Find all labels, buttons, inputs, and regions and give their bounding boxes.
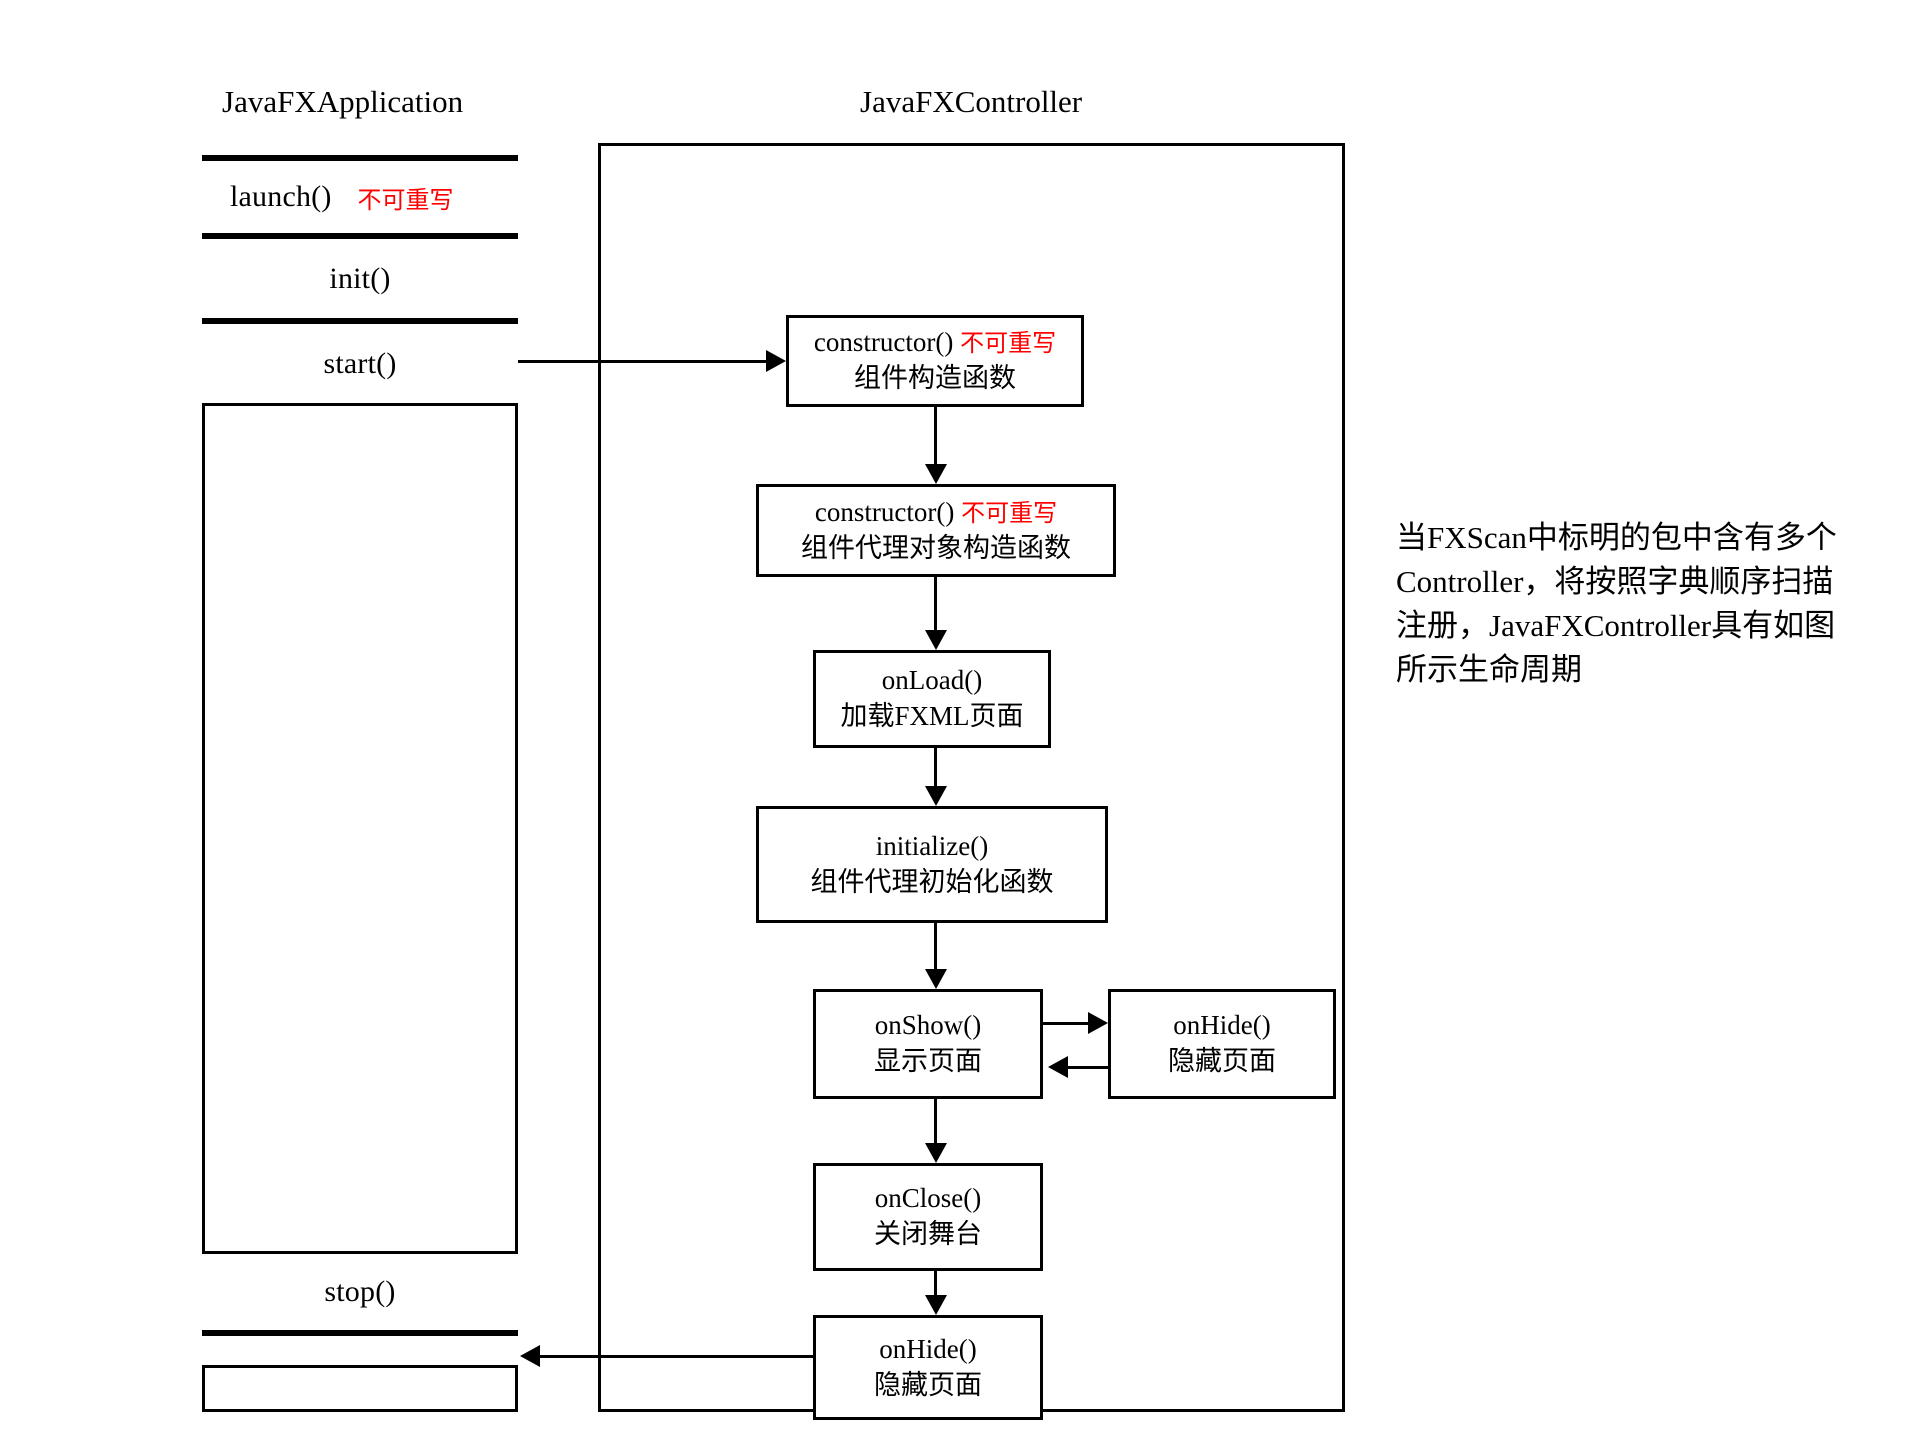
app-row-stop: stop() xyxy=(202,1251,518,1333)
connector-onhide-to-onshow-arrow xyxy=(1048,1056,1068,1078)
javafxapplication-panel: launch() 不可重写 init() start() stop() xyxy=(202,155,518,1412)
flow-box-initialize-en: initialize() xyxy=(875,830,989,861)
app-row-launch: launch() 不可重写 xyxy=(202,158,518,236)
app-row-start: start() xyxy=(202,321,518,406)
flow-box-constructor-component-note: 不可重写 xyxy=(960,329,1057,358)
connector-ctor1-to-ctor2-arrow xyxy=(925,464,947,484)
flow-box-onshow-cn: 显示页面 xyxy=(874,1046,982,1076)
flow-box-onclose: onClose() 关闭舞台 xyxy=(813,1163,1043,1271)
flow-box-onhide-right: onHide() 隐藏页面 xyxy=(1108,989,1336,1099)
flow-box-onhide-bottom-en: onHide() xyxy=(879,1333,977,1364)
flow-box-constructor-proxy-note: 不可重写 xyxy=(961,498,1058,527)
connector-ctor1-to-ctor2-line xyxy=(934,407,937,464)
column-title-javafxapplication: JavaFXApplication xyxy=(222,84,464,119)
connector-initialize-to-onshow-line xyxy=(934,923,937,969)
connector-onhide-to-stop-line xyxy=(540,1355,816,1358)
connector-onclose-to-onhide-line xyxy=(934,1271,937,1295)
connector-onclose-to-onhide-arrow xyxy=(925,1295,947,1315)
flow-box-constructor-proxy-en: constructor() xyxy=(814,496,955,527)
flow-box-constructor-component: constructor() 不可重写 组件构造函数 xyxy=(786,315,1084,407)
connector-start-to-constructor-arrow xyxy=(766,350,786,372)
app-row-init: init() xyxy=(202,236,518,321)
flow-box-onload: onLoad() 加载FXML页面 xyxy=(813,650,1051,748)
flow-box-onshow-en: onShow() xyxy=(874,1010,982,1041)
connector-onload-to-initialize-line xyxy=(934,748,937,786)
connector-onshow-to-onhide-arrow xyxy=(1088,1012,1108,1034)
app-row-stop-label: stop() xyxy=(324,1275,396,1308)
connector-onhide-to-onshow-line xyxy=(1068,1066,1108,1069)
connector-onshow-to-onclose-line xyxy=(934,1099,937,1143)
connector-onhide-to-stop-arrow xyxy=(520,1345,540,1367)
flow-box-onclose-cn: 关闭舞台 xyxy=(874,1219,982,1249)
app-row-launch-label: launch() xyxy=(230,180,332,213)
app-row-start-label: start() xyxy=(323,346,397,380)
flow-box-onshow: onShow() 显示页面 xyxy=(813,989,1043,1099)
flow-box-onclose-en: onClose() xyxy=(874,1183,982,1214)
flow-box-initialize-cn: 组件代理初始化函数 xyxy=(810,866,1054,897)
connector-ctor2-to-onload-line xyxy=(934,577,937,630)
connector-initialize-to-onshow-arrow xyxy=(925,969,947,989)
connector-onload-to-initialize-arrow xyxy=(925,786,947,806)
flow-box-onhide-bottom: onHide() 隐藏页面 xyxy=(813,1315,1043,1420)
flow-box-constructor-component-en-line: constructor() 不可重写 xyxy=(814,325,1056,361)
flow-box-onhide-right-en: onHide() xyxy=(1173,1010,1271,1041)
app-row-tail-spacer xyxy=(202,1333,518,1368)
flow-box-onload-cn: 加载FXML页面 xyxy=(840,701,1024,731)
app-row-launch-note: 不可重写 xyxy=(357,185,454,214)
connector-start-to-constructor-line xyxy=(518,360,768,363)
annotation-text: 当FXScan中标明的包中含有多个Controller，将按照字典顺序扫描注册，… xyxy=(1396,520,1837,688)
flow-box-onhide-bottom-cn: 隐藏页面 xyxy=(874,1369,982,1400)
connector-onshow-to-onclose-arrow xyxy=(925,1143,947,1163)
flow-box-initialize: initialize() 组件代理初始化函数 xyxy=(756,806,1108,923)
connector-onshow-to-onhide-line xyxy=(1043,1022,1088,1025)
flow-box-constructor-component-cn: 组件构造函数 xyxy=(854,363,1016,393)
flow-box-onhide-right-cn: 隐藏页面 xyxy=(1168,1046,1276,1076)
flow-box-constructor-component-en: constructor() xyxy=(813,327,954,358)
flow-box-onload-en: onLoad() xyxy=(881,665,983,696)
app-row-init-label: init() xyxy=(329,261,391,295)
flow-box-constructor-proxy: constructor() 不可重写 组件代理对象构造函数 xyxy=(756,484,1116,577)
flow-box-constructor-proxy-en-line: constructor() 不可重写 xyxy=(815,495,1057,531)
flow-box-constructor-proxy-cn: 组件代理对象构造函数 xyxy=(801,532,1071,563)
column-title-javafxcontroller: JavaFXController xyxy=(860,84,1083,119)
connector-ctor2-to-onload-arrow xyxy=(925,630,947,650)
